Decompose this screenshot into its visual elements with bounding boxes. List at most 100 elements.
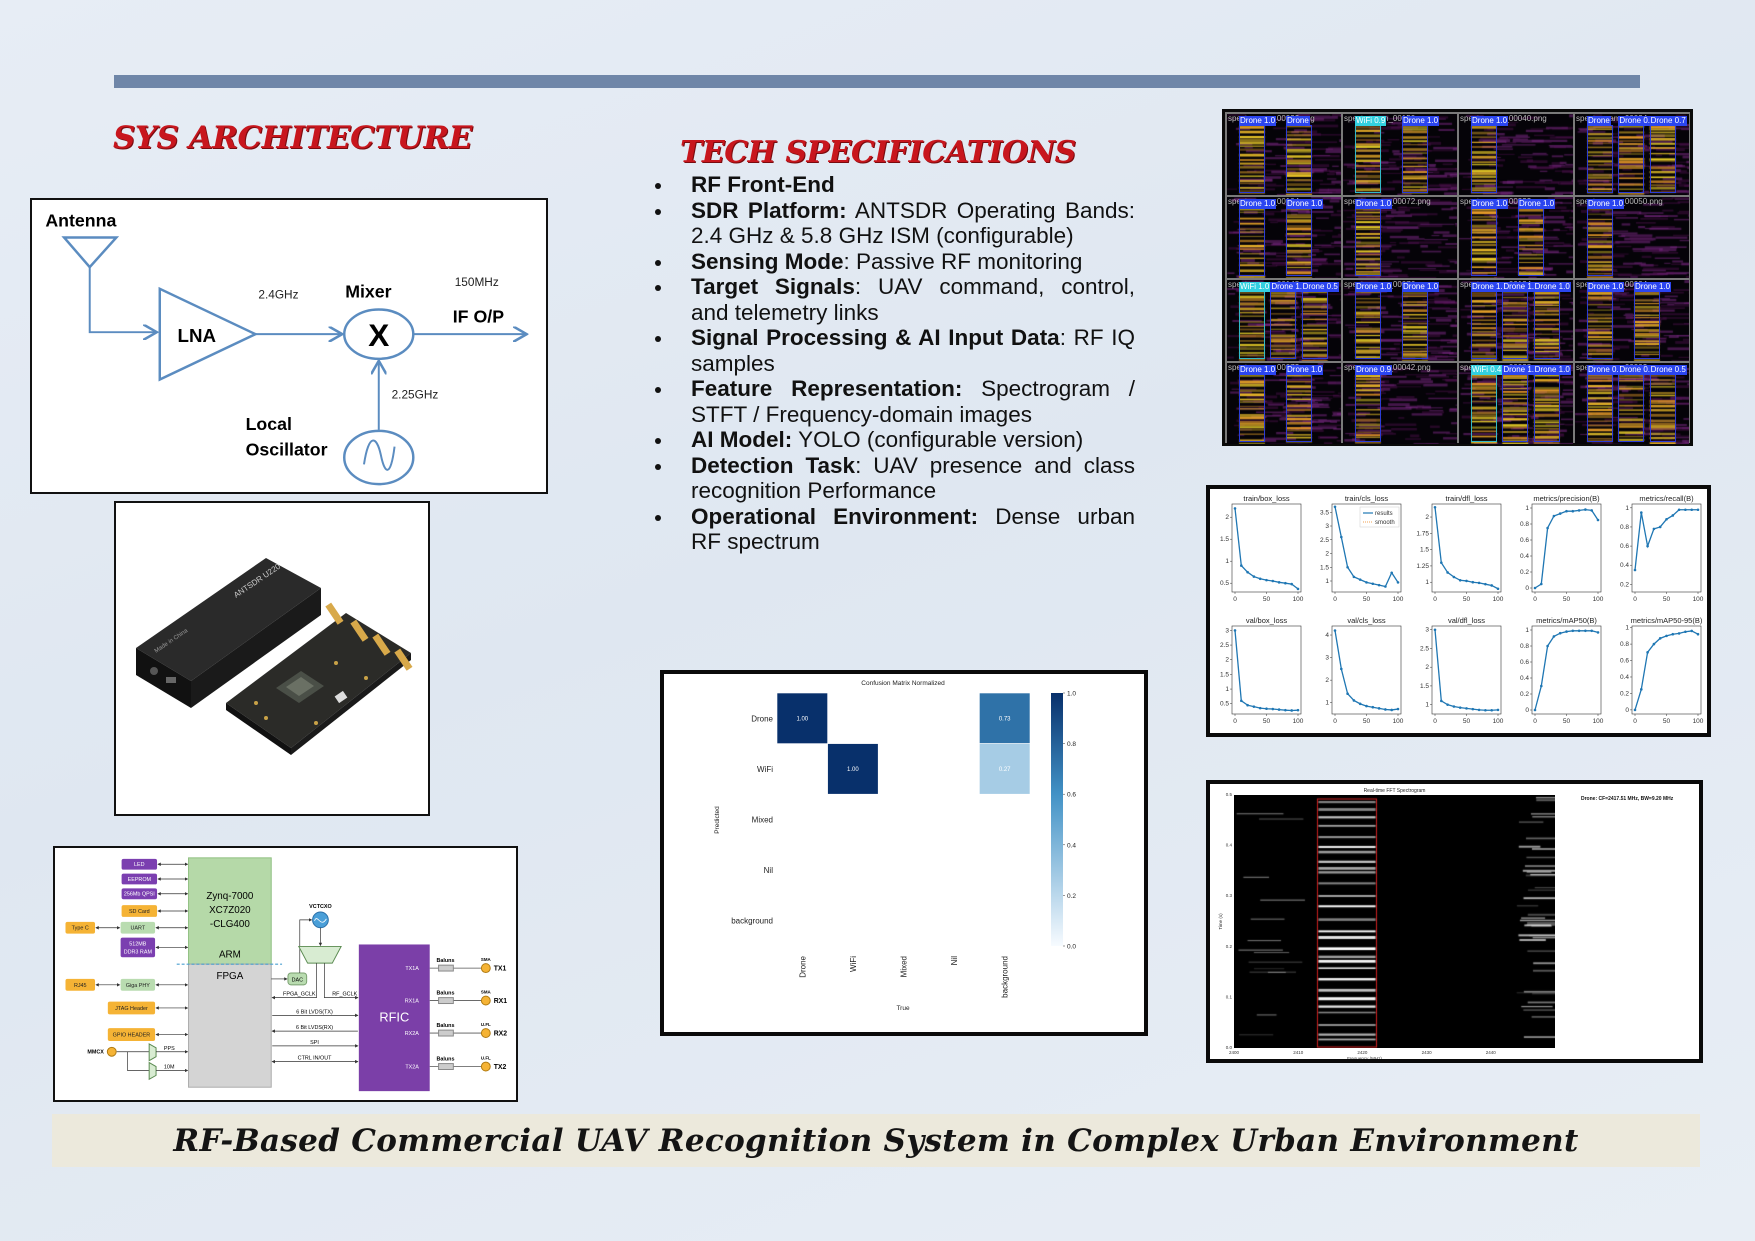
sdr-device-illustration: ANTSDR U220 Made in China xyxy=(136,558,413,755)
spec-item: Signal Processing & AI Input Data: RF IQ… xyxy=(655,325,1135,376)
x-axis-label: True xyxy=(896,1005,910,1012)
x-tick-label: 100 xyxy=(1593,718,1604,725)
data-point xyxy=(1658,525,1662,529)
data-point xyxy=(1652,527,1656,531)
y-tick-label: 1 xyxy=(1425,702,1429,709)
y-tick-label: 1.5 xyxy=(1220,536,1229,543)
smooth-line xyxy=(1334,630,1399,711)
data-point xyxy=(1565,630,1568,633)
detection-box: Drone 1.0 xyxy=(1355,282,1393,359)
detection-box: Drone 1.0 xyxy=(1471,116,1509,193)
y-tick-label: 0.4 xyxy=(1520,675,1529,682)
data-point xyxy=(1552,635,1556,638)
detection-box: Drone 1.0 xyxy=(1286,199,1324,276)
sine-wave-icon xyxy=(362,439,396,471)
y-tick-label: 1.25 xyxy=(1416,563,1429,570)
ddr3-label-2: DDR3 RAM xyxy=(124,949,153,955)
detection-label: WiFi 1.0 xyxy=(1239,282,1271,292)
data-point xyxy=(1584,508,1587,511)
data-point xyxy=(1490,708,1493,712)
y-tick-label: 3 xyxy=(1225,627,1229,634)
colorbar xyxy=(1051,693,1063,946)
x-tick-label: 0 xyxy=(1433,596,1437,603)
detection-label: Drone 0.7 xyxy=(1649,116,1687,126)
data-point xyxy=(1690,629,1693,633)
data-point xyxy=(1571,509,1575,513)
y-axis-label: Time (s) xyxy=(1218,913,1223,930)
heatmap-cell xyxy=(979,692,1031,744)
data-point xyxy=(1277,581,1281,584)
data-point xyxy=(1546,526,1549,530)
y-tick-label: 0.5 xyxy=(1226,792,1233,797)
data-point xyxy=(1471,580,1475,584)
detection-label: Drone 1.0 xyxy=(1239,365,1277,375)
colorbar-tick-label: 0.4 xyxy=(1067,842,1076,849)
data-point xyxy=(1290,709,1293,712)
detection-label: Drone 0.8 xyxy=(1618,365,1656,375)
x-tick-label: 100 xyxy=(1493,596,1504,603)
zynq-arm-block xyxy=(188,857,272,965)
cell-value-label: 1.00 xyxy=(847,767,859,773)
board-component-label: SD Card xyxy=(129,909,150,915)
x-tick-label: 0 xyxy=(1333,718,1337,725)
connector-type-label: U.FL xyxy=(481,1056,491,1061)
y-tick-label: 0.5 xyxy=(1220,701,1229,708)
detection-label: Drone 1.0 xyxy=(1471,282,1509,292)
detection-label: Drone 1.0 xyxy=(1587,199,1625,209)
x-tick-label: 0 xyxy=(1333,596,1337,603)
y-tick-label: 0.4 xyxy=(1620,562,1629,569)
ddr3-ram-block xyxy=(120,937,156,958)
x-category-label: background xyxy=(1001,956,1010,998)
y-tick-label: 3 xyxy=(1325,523,1329,530)
connector-type-label: SMA xyxy=(481,957,492,962)
x-tick-label: 100 xyxy=(1693,596,1704,603)
board-component-block xyxy=(65,978,96,991)
oscillator-icon xyxy=(343,429,415,486)
bus-label: 6 Bit LVDS(RX) xyxy=(296,1025,333,1031)
y-tick-label: 0.4 xyxy=(1520,553,1529,560)
y-category-label: WiFi xyxy=(757,765,773,774)
x-tick-label: 100 xyxy=(1393,718,1404,725)
data-point xyxy=(1590,509,1593,512)
balun-icon xyxy=(438,1029,454,1037)
sdr-device-photo: ANTSDR U220 Made in China xyxy=(114,501,430,816)
bullet-icon xyxy=(655,463,661,470)
spectrogram-image xyxy=(1343,114,1457,195)
detection-label: WiFi 0.9 xyxy=(1355,116,1387,126)
data-point xyxy=(1533,708,1537,712)
y-category-label: Drone xyxy=(751,714,773,723)
x-tick-label: 0 xyxy=(1533,596,1537,603)
data-point xyxy=(1671,514,1675,517)
balun-icon xyxy=(438,997,454,1005)
mixer-label: Mixer xyxy=(345,282,391,302)
heatmap-cell xyxy=(979,743,1031,795)
smooth-line xyxy=(1434,629,1499,711)
board-component-label: RJ45 xyxy=(74,983,87,989)
spectrogram-image xyxy=(1227,280,1341,361)
spectrogram-image xyxy=(1459,280,1573,361)
y-tick-label: 1.5 xyxy=(1220,671,1229,678)
mmcx-connector-icon xyxy=(106,1046,117,1057)
y-tick-label: 0.4 xyxy=(1226,843,1233,848)
spec-value: : RF IQ samples xyxy=(691,325,1135,376)
detection-label: Drone 0.5 xyxy=(1301,282,1339,292)
poster-title-banner: RF-Based Commercial UAV Recognition Syst… xyxy=(52,1114,1700,1167)
y-tick-label: 0.2 xyxy=(1226,944,1233,949)
detection-box: Drone 1.0 xyxy=(1533,282,1571,359)
spectrogram-image xyxy=(1227,197,1341,278)
rfic-pin-label: RX2A xyxy=(405,1031,420,1037)
data-point xyxy=(1558,512,1562,515)
detection-box: Drone 1.0 xyxy=(1402,282,1440,359)
subplot-title: val/dfl_loss xyxy=(1448,616,1485,625)
data-point xyxy=(1433,628,1437,632)
detection-box: Drone 0.9 xyxy=(1355,365,1393,442)
data-point xyxy=(1358,702,1362,706)
subplot-title: metrics/mAP50(B) xyxy=(1536,616,1597,625)
detection-box: WiFi 1.0 xyxy=(1239,282,1271,359)
subplot-axes xyxy=(1231,503,1302,593)
y-tick-label: 0 xyxy=(1625,707,1629,714)
data-point xyxy=(1646,651,1649,654)
board-component-block xyxy=(121,888,158,900)
